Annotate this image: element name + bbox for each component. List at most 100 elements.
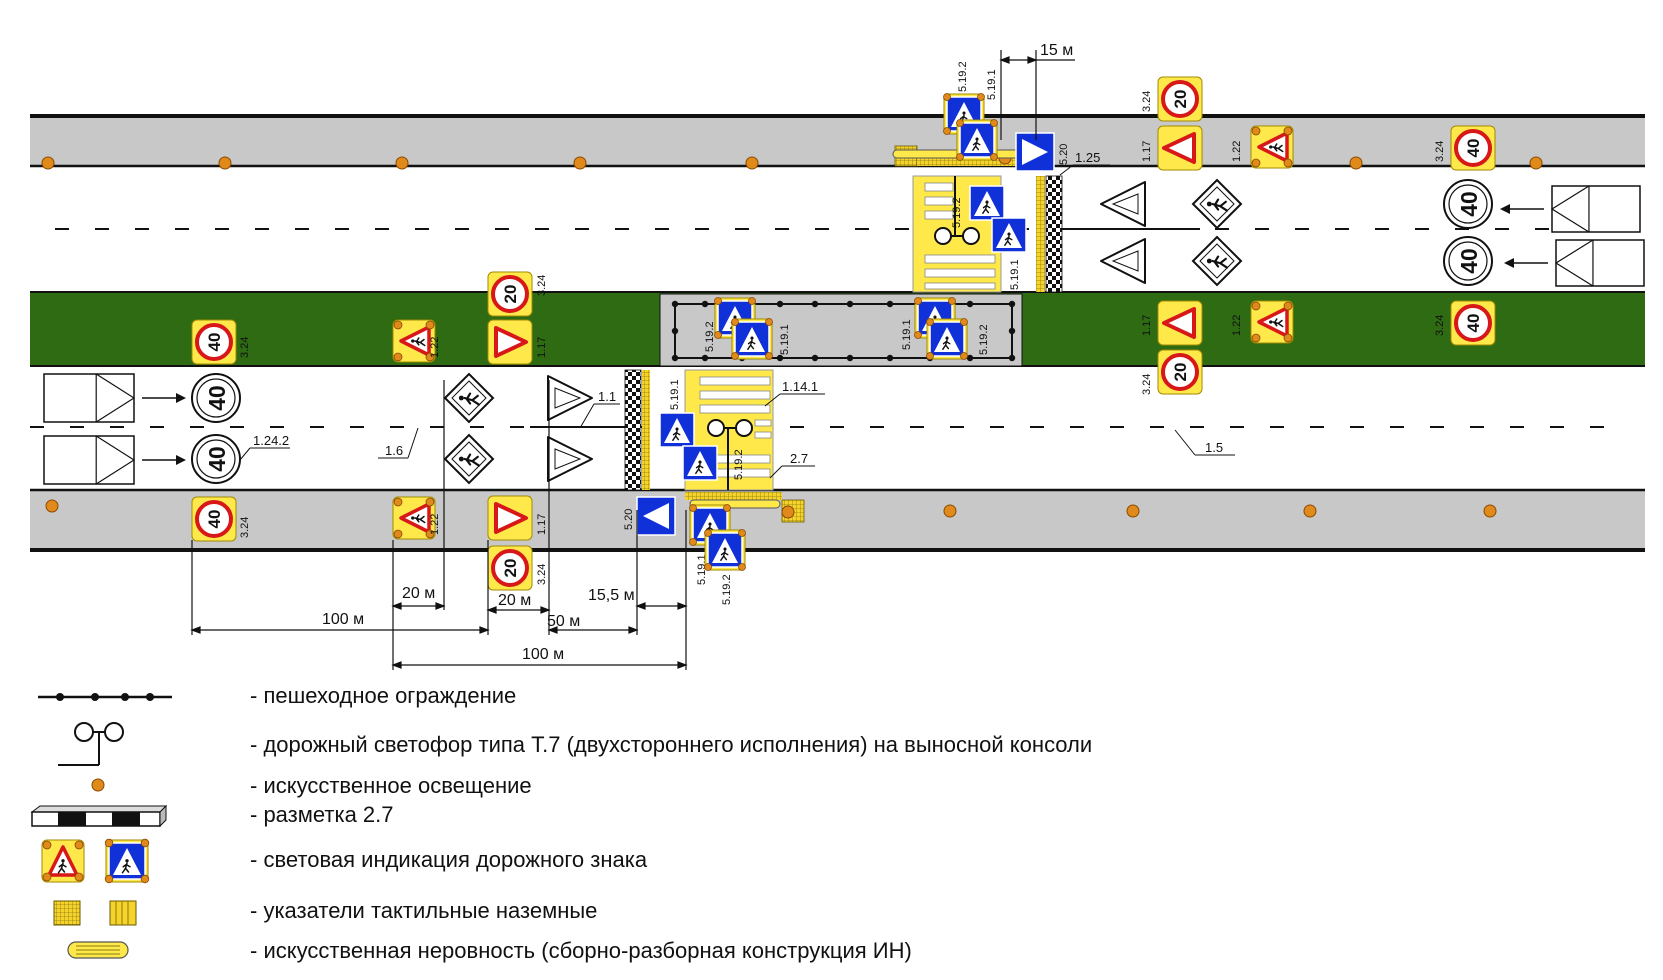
fence-post	[701, 300, 709, 308]
sign-code-label: 5.19.1	[1009, 259, 1021, 290]
fence-post	[1008, 300, 1016, 308]
pedestrian-crossing-sign-icon	[704, 529, 746, 571]
tactile-strip-top	[1036, 176, 1045, 292]
lamp-icon	[781, 505, 795, 519]
svg-text:40: 40	[1456, 191, 1482, 216]
fence-post	[671, 327, 679, 335]
sign-code-label: 1.17	[536, 514, 548, 535]
sign-code-label: 5.19.1	[779, 324, 791, 355]
lamp-icon	[218, 156, 232, 170]
legend-illuminated-signs	[41, 838, 150, 884]
sign-code-label: 3.24	[536, 564, 548, 585]
give-way-marking-icon	[1100, 181, 1146, 227]
road-surface-symbols: 40 40 40 40	[191, 178, 1493, 485]
dim-100m-a: 100 м	[322, 611, 364, 628]
tactile-strip-top-sidewalk	[917, 158, 1017, 166]
vehicles	[43, 185, 1645, 485]
fence-post	[966, 354, 974, 362]
sign-code-label: 1.17	[1141, 141, 1153, 162]
fence-post	[811, 354, 819, 362]
fence-post	[1008, 327, 1016, 335]
pedestrian-crossing-sign-icon	[731, 318, 773, 360]
fence-post	[671, 300, 679, 308]
legend-tactile-text: - указатели тактильные наземные	[250, 898, 598, 923]
pedestrian-crossing-sign-icon	[956, 119, 998, 161]
bottom-sidewalk	[30, 490, 1645, 550]
svg-text:40: 40	[1464, 314, 1483, 333]
svg-text:40: 40	[205, 510, 224, 529]
marking-labels: 1.25 1.14.1 1.1 1.6 1.5 2.7 1.24.2	[239, 150, 1235, 479]
give-way-sign-icon: 1.17	[1141, 125, 1203, 171]
svg-text:40: 40	[204, 385, 230, 410]
legend-traffic-light-text: - дорожный светофор типа Т.7 (двухсторон…	[250, 732, 1093, 757]
label-1-5: 1.5	[1205, 440, 1223, 455]
children-warning-sign-icon: 1.22	[392, 496, 441, 540]
speed-limit-sign-icon: 403.24	[1434, 300, 1496, 346]
legend-fence-text: - пешеходное ограждение	[250, 683, 517, 708]
label-1-6: 1.6	[385, 443, 403, 458]
traffic-light-top	[934, 176, 980, 245]
sign-code-label: 3.24	[536, 275, 548, 296]
dim-15m-top: 15 м	[1040, 42, 1073, 59]
traffic-light-bottom	[707, 419, 753, 490]
give-way-sign-icon: 1.17	[487, 319, 548, 365]
street-lamps	[41, 151, 1543, 519]
sign-code-label: 5.19.2	[721, 574, 733, 605]
sign-code-label: 3.24	[1434, 141, 1446, 162]
children-warning-sign-icon: 1.22	[1231, 125, 1294, 169]
sign-code-label: 1.17	[1141, 315, 1153, 336]
dim-50m: 50 м	[547, 613, 580, 630]
sign-code-label: 1.17	[536, 337, 548, 358]
legend-symbols	[30, 693, 172, 959]
fence-post	[671, 354, 679, 362]
lamp-icon	[41, 156, 55, 170]
fence-post	[886, 354, 894, 362]
sign-code-label: 5.19.2	[957, 61, 969, 92]
sign-code-label: 3.24	[1434, 315, 1446, 336]
fence-post	[701, 354, 709, 362]
sign-code-label: 3.24	[239, 337, 251, 358]
dimension-lines	[190, 50, 1075, 670]
children-warning-sign-icon: 1.22	[1231, 300, 1294, 344]
speed-limit-sign-icon: 203.24	[1141, 349, 1203, 395]
label-2-7: 2.7	[790, 451, 808, 466]
pedestrian-marking-icon	[443, 433, 495, 485]
fence-post	[1008, 354, 1016, 362]
sign-code-label: 5.20	[1058, 144, 1070, 165]
sign-code-label: 5.19.2	[704, 321, 716, 352]
fence-post	[776, 300, 784, 308]
sign-code-label: 5.19.1	[901, 319, 913, 350]
car-icon	[43, 373, 186, 423]
dim-20m-b: 20 м	[498, 592, 531, 609]
give-way-marking-icon	[1100, 238, 1146, 284]
label-1-14-1: 1.14.1	[782, 379, 818, 394]
legend-illuminated-sign-text: - световая индикация дорожного знака	[250, 847, 648, 872]
lamp-icon	[45, 499, 59, 513]
sign-code-label: 5.20	[623, 509, 635, 530]
speed-limit-sign-icon: 203.24	[1141, 76, 1203, 122]
sign-code-label: 1.22	[1231, 315, 1243, 336]
crosswalk-top	[912, 175, 1002, 293]
label-1-1: 1.1	[598, 389, 616, 404]
fence-post	[811, 300, 819, 308]
sign-code-label: 3.24	[239, 517, 251, 538]
dim-20m-a: 20 м	[402, 585, 435, 602]
sign-code-label: 3.24	[1141, 374, 1153, 395]
svg-text:40: 40	[1464, 139, 1483, 158]
lamp-icon	[1349, 156, 1363, 170]
sign-code-label: 3.24	[1141, 91, 1153, 112]
dim-100m-b: 100 м	[522, 646, 564, 663]
svg-text:20: 20	[1171, 363, 1190, 382]
svg-text:40: 40	[205, 333, 224, 352]
speed-marking-circle: 40	[1443, 236, 1493, 286]
pedestrian-crossing-sign-icon	[682, 445, 718, 481]
svg-text:40: 40	[1456, 248, 1482, 273]
svg-text:40: 40	[204, 446, 230, 471]
speed-marking-circle: 40	[191, 373, 241, 423]
tactile-strip-bottom-sidewalk	[685, 492, 782, 500]
lamp-icon	[745, 156, 759, 170]
